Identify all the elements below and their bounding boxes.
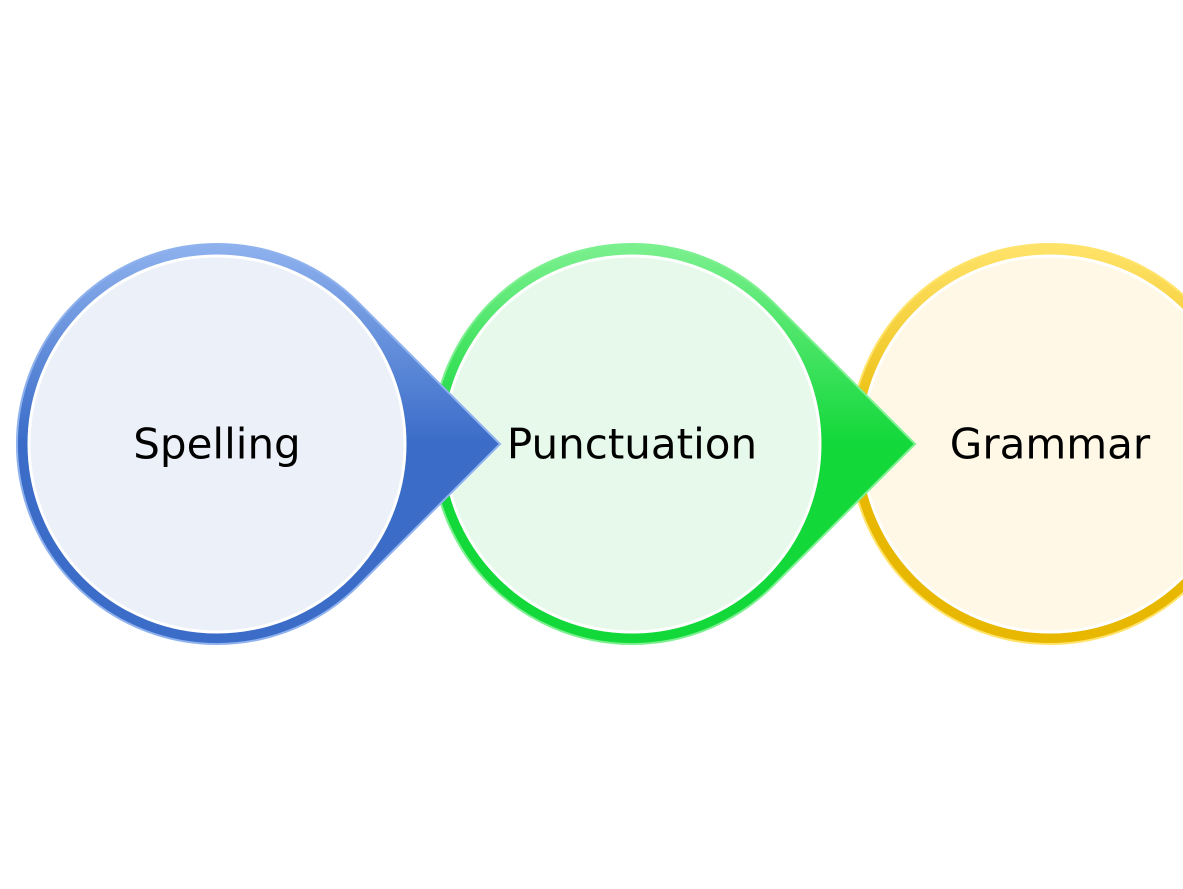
step-inner-circle [27, 254, 407, 634]
step-spelling [15, 243, 502, 645]
step-label-punctuation: Punctuation [506, 419, 758, 469]
step-label-spelling: Spelling [133, 419, 301, 469]
step-punctuation [430, 243, 917, 645]
step-label-grammar: Grammar [949, 419, 1151, 469]
step-grammar [848, 243, 1183, 645]
